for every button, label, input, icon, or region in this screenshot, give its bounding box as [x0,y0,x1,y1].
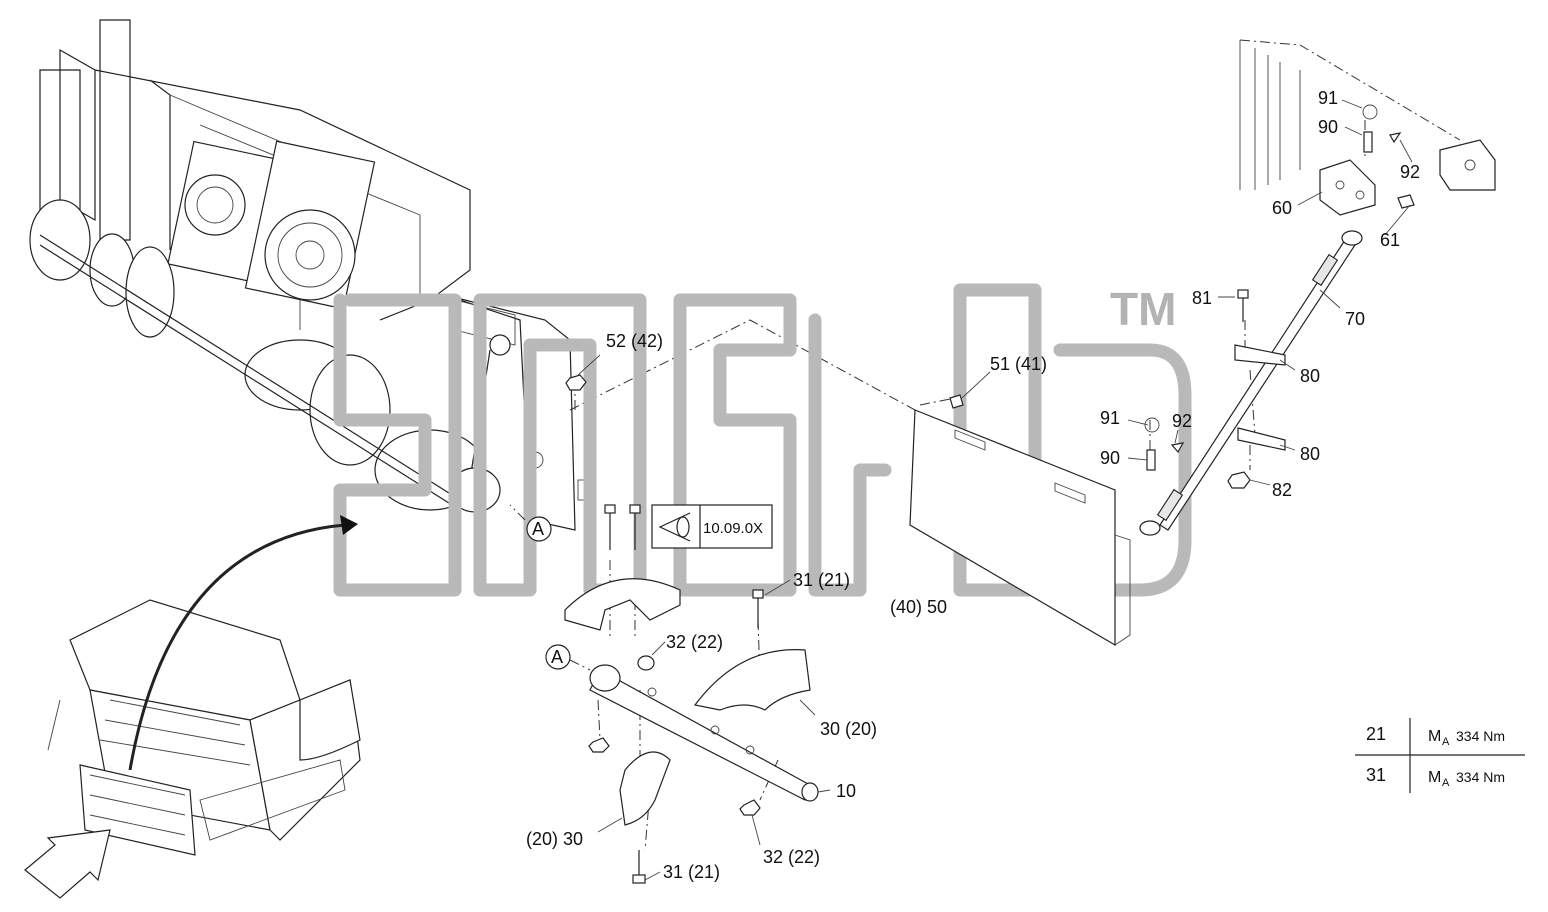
torque-row-1-subscript: A [1442,736,1450,748]
label-51-41: 51 (41) [990,354,1047,374]
nut-52 [565,374,587,391]
torque-row-1-symbol: M [1428,728,1441,745]
torque-row-2-item: 31 [1366,765,1386,785]
svg-text:A: A [532,519,544,539]
label-90-upper: 90 [1318,117,1338,137]
view-reference-text: 10.09.0X [703,520,763,537]
label-90-lower: 90 [1100,448,1120,468]
paver-overview-thumbnail [24,515,361,899]
view-reference-box: 10.09.0X [651,504,773,549]
label-92-upper: 92 [1400,162,1420,182]
label-82: 82 [1272,480,1292,500]
label-80-lower: 80 [1300,444,1320,464]
watermark-tm: TM [1110,283,1176,335]
torque-row-2-symbol: M [1428,769,1441,786]
label-81: 81 [1192,288,1212,308]
label-91-upper: 91 [1318,88,1338,108]
label-32-22-lower: 32 (22) [763,847,820,867]
part-number-labels: 91 90 92 60 61 81 70 80 52 (42) 51 (41) … [526,88,1420,882]
label-60: 60 [1272,198,1292,218]
label-32-22-upper: 32 (22) [666,632,723,652]
label-20-30-left: (20) 30 [526,829,583,849]
detail-marker-a-lower: A [551,647,563,667]
torque-table: 21 M A 334 Nm 31 M A 334 Nm [1355,718,1525,793]
tie-rod-assembly [1139,40,1496,536]
torque-row-1-item: 21 [1366,724,1386,744]
leader-lines [577,99,1413,881]
label-31-21-lower: 31 (21) [663,862,720,882]
label-80-upper: 80 [1300,366,1320,386]
label-92-lower: 92 [1172,411,1192,431]
watermark-logo: TM [333,283,1192,597]
label-70: 70 [1345,309,1365,329]
label-40-50: (40) 50 [890,597,947,617]
label-91-lower: 91 [1100,408,1120,428]
torque-row-2-value: 334 Nm [1456,769,1505,785]
label-31-21-upper: 31 (21) [793,570,850,590]
label-30-20-right: 30 (20) [820,719,877,739]
detail-marker-a-upper: A [509,504,552,542]
label-61: 61 [1380,230,1400,250]
label-52-42: 52 (42) [606,331,663,351]
paver-auger-assembly-illustration [29,19,585,531]
torque-row-1-value: 334 Nm [1456,728,1505,744]
label-10: 10 [836,781,856,801]
side-plate-50 [909,394,1131,647]
auger-shaft-assembly: A [545,504,819,884]
torque-row-2-subscript: A [1442,777,1450,789]
